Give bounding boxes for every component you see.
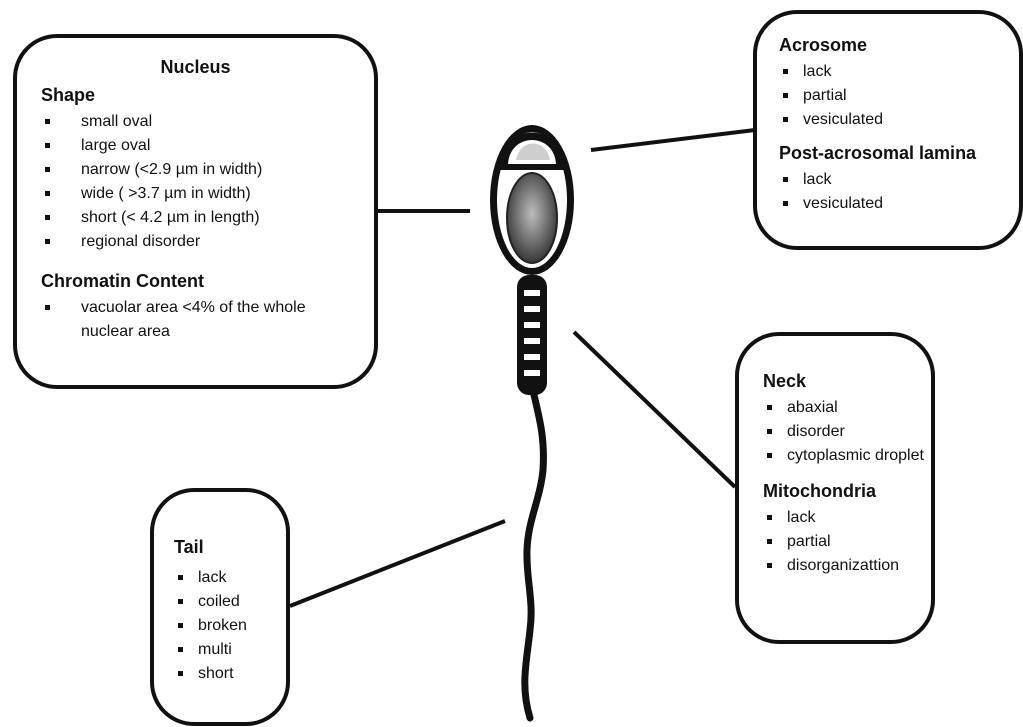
sperm-tail bbox=[521, 391, 547, 722]
mitochondria-heading: Mitochondria bbox=[763, 481, 876, 501]
list-item: regional disorder bbox=[41, 230, 350, 254]
shape-heading: Shape bbox=[41, 85, 96, 105]
list-item: wide ( >3.7 µm in width) bbox=[41, 182, 350, 206]
nucleus-box: Nucleus Shape small oval large oval narr… bbox=[13, 34, 378, 389]
neck-heading: Neck bbox=[763, 371, 807, 391]
list-item: vesiculated bbox=[779, 192, 1019, 216]
list-item: disorder bbox=[763, 420, 931, 444]
acrosome-list: lack partial vesiculated bbox=[779, 60, 1019, 132]
list-item: large oval bbox=[41, 134, 350, 158]
post-acrosomal-heading: Post-acrosomal lamina bbox=[779, 143, 977, 163]
shape-list: small oval large oval narrow (<2.9 µm in… bbox=[41, 110, 350, 254]
tail-box: Tail lack coiled broken multi short bbox=[150, 488, 290, 726]
list-item: lack bbox=[779, 168, 1019, 192]
sperm-midpiece bbox=[517, 275, 547, 395]
list-item: abaxial bbox=[763, 396, 931, 420]
neck-box: Neck abaxial disorder cytoplasmic drople… bbox=[735, 332, 935, 644]
list-item: short (< 4.2 µm in length) bbox=[41, 206, 350, 230]
tail-connector-line bbox=[289, 519, 506, 608]
nucleus-title: Nucleus bbox=[160, 57, 231, 77]
list-item: lack bbox=[174, 566, 286, 590]
list-item: short bbox=[174, 662, 286, 686]
sperm-head bbox=[490, 125, 574, 275]
neck-list: abaxial disorder cytoplasmic droplet bbox=[763, 396, 931, 468]
post-acrosomal-list: lack vesiculated bbox=[779, 168, 1019, 216]
chromatin-heading: Chromatin Content bbox=[41, 271, 204, 291]
list-item: partial bbox=[779, 84, 1019, 108]
list-item: partial bbox=[763, 530, 931, 554]
list-item: small oval bbox=[41, 110, 350, 134]
list-item: vesiculated bbox=[779, 108, 1019, 132]
mitochondria-list: lack partial disorganizattion bbox=[763, 506, 931, 578]
list-item: lack bbox=[763, 506, 931, 530]
list-item: vacuolar area <4% of the whole nuclear a… bbox=[41, 296, 350, 344]
tail-heading: Tail bbox=[174, 537, 204, 557]
chromatin-list: vacuolar area <4% of the whole nuclear a… bbox=[41, 296, 350, 344]
list-item: lack bbox=[779, 60, 1019, 84]
list-item: narrow (<2.9 µm in width) bbox=[41, 158, 350, 182]
list-item: cytoplasmic droplet bbox=[763, 444, 931, 468]
acrosome-box: Acrosome lack partial vesiculated Post-a… bbox=[753, 10, 1023, 250]
acrosome-heading: Acrosome bbox=[779, 35, 868, 55]
list-item: coiled bbox=[174, 590, 286, 614]
tail-list: lack coiled broken multi short bbox=[174, 566, 286, 686]
acrosome-connector-line bbox=[590, 128, 756, 152]
list-item: broken bbox=[174, 614, 286, 638]
list-item: disorganizattion bbox=[763, 554, 931, 578]
list-item: multi bbox=[174, 638, 286, 662]
nucleus-shape bbox=[506, 172, 558, 264]
neck-connector-line bbox=[572, 330, 737, 489]
